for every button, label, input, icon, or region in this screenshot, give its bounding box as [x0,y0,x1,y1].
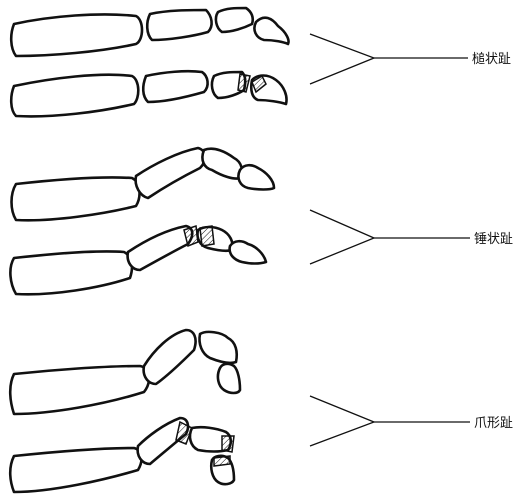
hatched-joint [222,436,234,452]
metatarsal-bone [10,366,149,414]
proximal-phalanx [143,71,207,102]
claw-toe-leader [310,396,470,446]
distal-phalanx [218,364,240,393]
metatarsal-bone [10,448,141,492]
middle-phalanx [216,8,253,32]
metatarsal-bone [11,14,142,56]
claw-toe-illustration-b [10,418,234,492]
proximal-phalanx [147,10,211,40]
metatarsal-bone [12,177,140,220]
proximal-phalanx [136,148,205,198]
label-mallet-toe: 槌状趾 [472,51,511,67]
metatarsal-bone [11,75,138,117]
middle-phalanx [202,149,242,179]
mallet-toe-illustration-a [11,8,288,56]
proximal-phalanx [144,330,196,384]
mallet-toe-leader [310,34,468,84]
middle-phalanx [199,332,236,363]
claw-toe-illustration-a [10,330,240,414]
distal-phalanx [230,241,266,263]
metatarsal-bone [10,251,132,294]
proximal-phalanx [128,226,193,270]
hammer-toe-leader [310,210,470,264]
hatched-joint [238,74,250,92]
distal-phalanx [254,18,288,44]
label-hammer-toe: 锤状趾 [474,232,513,247]
claw-toe-group: 爪形趾 [10,330,513,492]
hatched-joint [214,456,230,466]
hatched-joint [200,226,214,246]
hammer-toe-illustration-b [10,226,266,294]
hammer-toe-illustration-a [12,148,275,220]
hammer-toe-group: 锤状趾 [10,148,513,294]
label-claw-toe: 爪形趾 [474,416,513,431]
mallet-toe-illustration-b [11,71,286,116]
distal-phalanx [238,165,274,189]
mallet-toe-group: 槌状趾 [11,8,511,116]
